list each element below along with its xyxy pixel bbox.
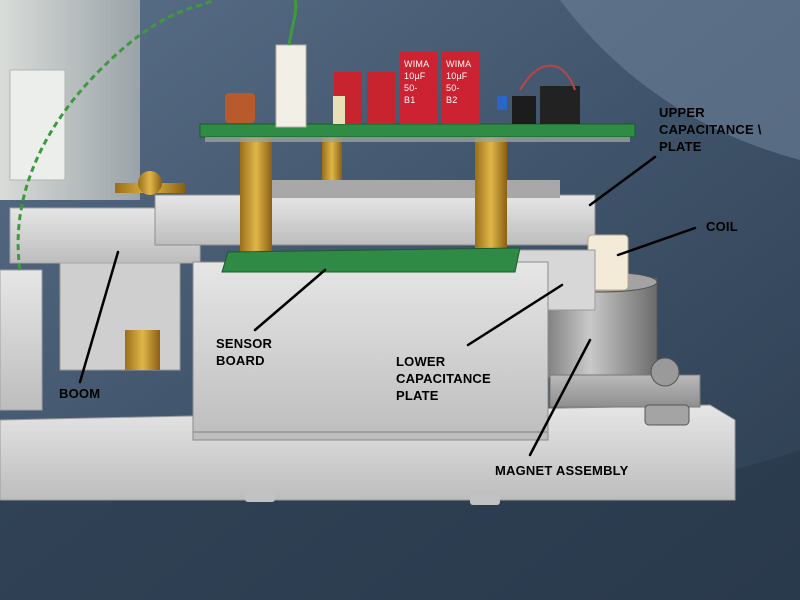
cloth-highlight — [560, 0, 800, 160]
black-component-1 — [512, 96, 536, 124]
cap-b1-marking: WIMA 10µF 50- B1 — [404, 59, 430, 105]
upper-plate-top-edge — [270, 180, 560, 198]
pcb-solder-side — [205, 137, 630, 142]
label-magnet-assembly: MAGNET ASSEMBLY — [495, 463, 629, 478]
upper-capacitance-plate-shape — [154, 194, 596, 246]
base-foot-left — [245, 492, 275, 502]
standoff-right — [475, 135, 507, 255]
center-block — [192, 261, 549, 441]
boom-brass-knob — [138, 171, 162, 195]
label-boom: BOOM — [59, 386, 101, 401]
sensor-board-pcb — [221, 247, 521, 273]
label-sensor-board: SENSOR BOARD — [216, 336, 273, 368]
green-wire-top — [287, 0, 298, 46]
wima-capacitor-b1 — [400, 52, 438, 124]
blue-component — [497, 96, 507, 110]
boom-support — [59, 249, 181, 371]
annotation-arrows — [78, 155, 697, 457]
arrow-sensor-board — [253, 268, 327, 332]
white-connector — [275, 44, 307, 128]
arrow-upper-plate — [588, 155, 657, 207]
arrow-magnet — [528, 338, 592, 457]
beige-component — [333, 96, 345, 124]
label-coil: COIL — [706, 219, 738, 234]
clamp-nut-top — [650, 357, 680, 387]
arrow-coil — [616, 226, 697, 257]
label-lower-capacitance-plate: LOWER CAPACITANCE PLATE — [396, 354, 491, 403]
red-wire-right — [519, 64, 576, 91]
clamp-nut-bottom — [644, 404, 690, 426]
base-foot-right — [470, 495, 500, 505]
arrow-lower-plate — [466, 283, 564, 347]
upper-pcb — [199, 123, 636, 138]
label-upper-capacitance-plate: UPPER CAPACITANCE \ PLATE — [659, 105, 762, 154]
magnet-clamp — [549, 374, 701, 408]
black-component-2 — [540, 86, 580, 124]
left-block — [0, 269, 43, 411]
standoff-left — [240, 135, 272, 255]
brown-capacitor — [225, 93, 255, 123]
boom-brass-weight — [125, 330, 160, 370]
standoff-middle — [322, 135, 342, 180]
arrow-boom — [78, 250, 120, 384]
cap-b2-marking: WIMA 10µF 50- B2 — [446, 59, 472, 105]
wima-capacitor-b2 — [442, 52, 480, 124]
red-capacitor-small-2 — [367, 72, 395, 124]
